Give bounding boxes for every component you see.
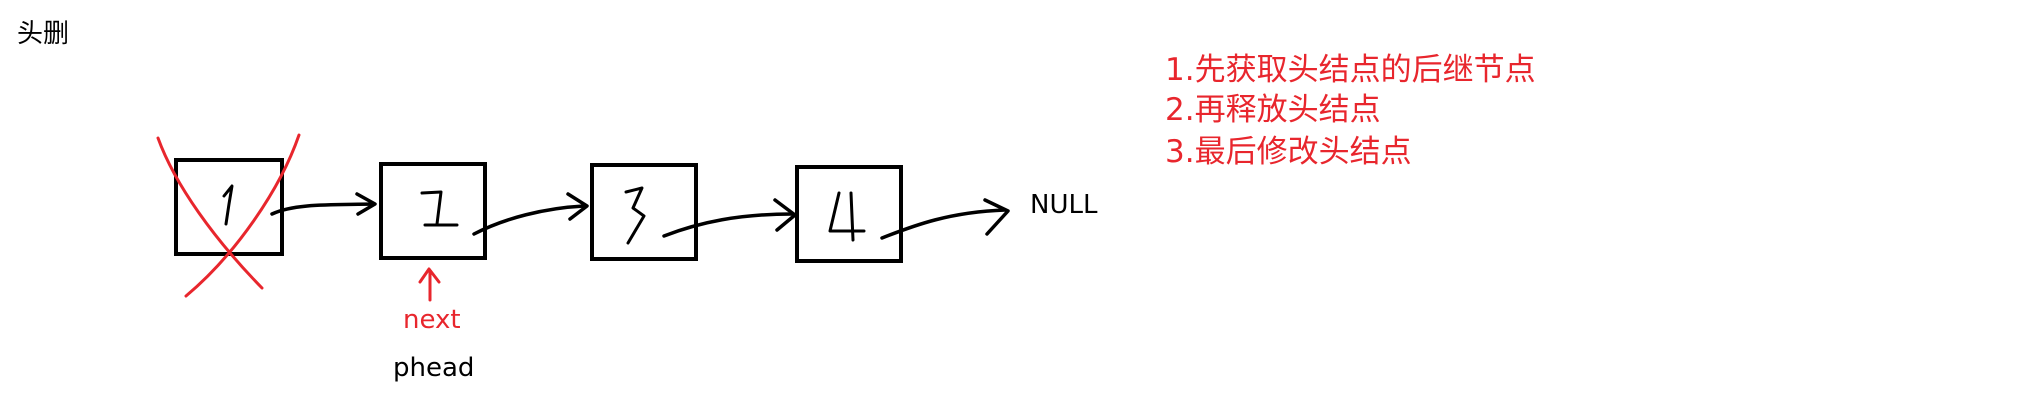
node-value-1: 1 — [229, 214, 230, 216]
node-value-1-glyph — [222, 184, 234, 226]
link-arrow-1-2 — [270, 192, 377, 216]
step-item-2: 2.再释放头结点 — [1165, 92, 1381, 128]
step-item-1: 1.先获取头结点的后继节点 — [1165, 52, 1536, 88]
node-value-4: 4 — [848, 214, 849, 216]
list-node-3: 3 — [590, 163, 698, 261]
list-node-1: 1 — [174, 158, 284, 256]
steps-list: 1.先获取头结点的后继节点 2.再释放头结点 3.最后修改头结点 — [1165, 52, 1536, 170]
next-pointer-arrow — [418, 267, 441, 302]
deleted-cross-mark — [156, 133, 301, 298]
phead-label: phead — [393, 353, 474, 383]
diagram-title: 头删 — [17, 19, 69, 49]
link-arrow-2-3 — [472, 192, 589, 236]
list-node-2: 2 — [379, 162, 487, 260]
link-arrow-3-4 — [662, 198, 797, 238]
step-item-3: 3.最后修改头结点 — [1165, 134, 1412, 170]
null-label: NULL — [1030, 190, 1098, 220]
node-box-3 — [590, 163, 698, 261]
link-arrow-4-null — [880, 198, 1010, 240]
list-node-4: 4 — [795, 165, 903, 263]
node-value-3-glyph — [624, 186, 646, 245]
node-value-2-glyph — [420, 190, 459, 227]
next-label: next — [403, 305, 461, 335]
node-box-2 — [379, 162, 487, 260]
node-value-3: 3 — [638, 214, 639, 216]
node-value-4-glyph — [828, 191, 866, 242]
node-box-4 — [795, 165, 903, 263]
